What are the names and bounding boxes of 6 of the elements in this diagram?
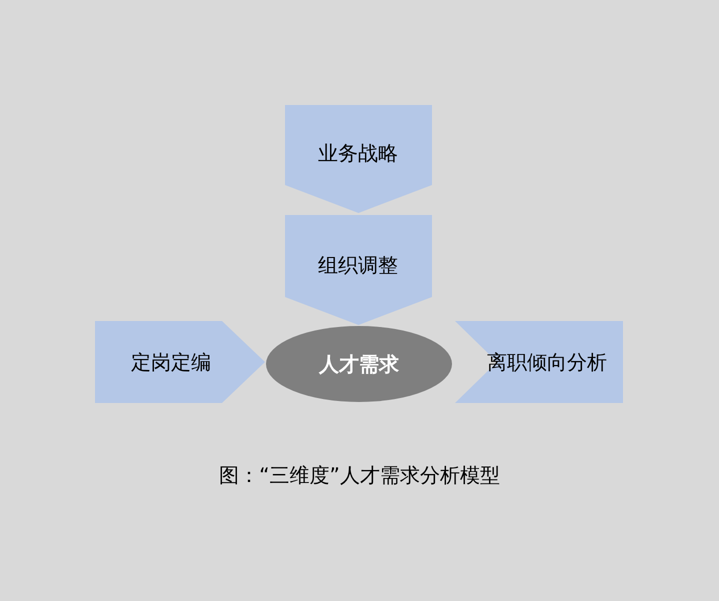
node-label: 组织调整 (318, 252, 398, 278)
node-label: 人才需求 (319, 350, 399, 378)
node-label: 业务战略 (318, 140, 398, 166)
node-label: 定岗定编 (131, 348, 211, 376)
caption: 图：“三维度”人才需求分析模型 (219, 462, 500, 489)
node-label: 离职倾向分析 (487, 348, 607, 376)
